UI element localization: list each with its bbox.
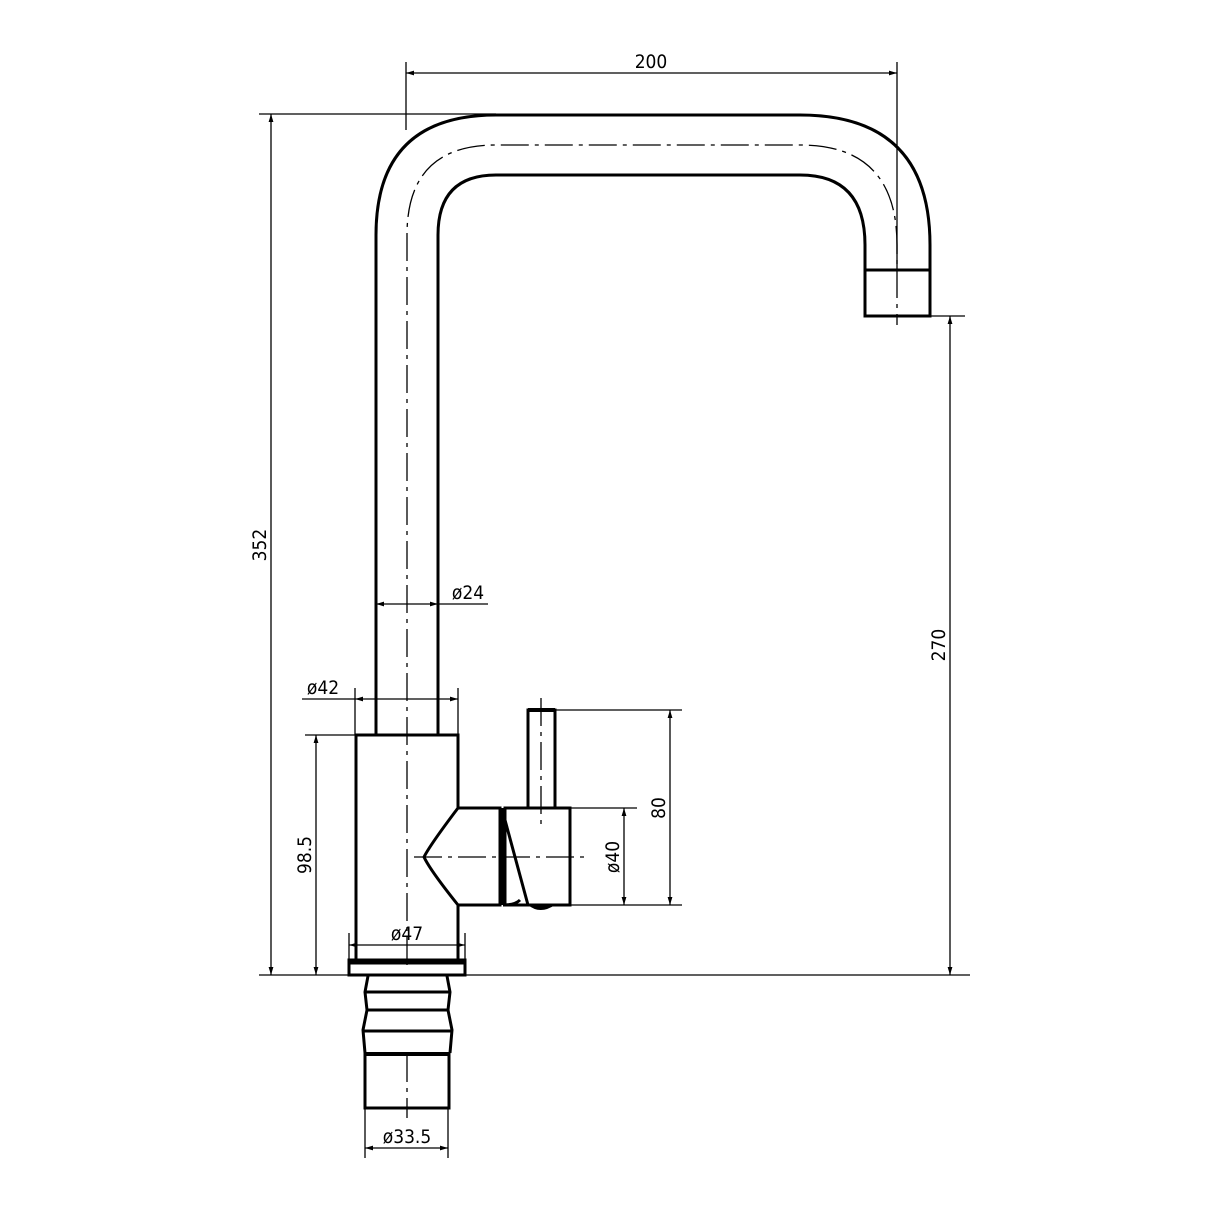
svg-text:ø33.5: ø33.5 bbox=[383, 1126, 432, 1148]
svg-text:352: 352 bbox=[249, 529, 271, 562]
svg-text:270: 270 bbox=[928, 629, 950, 662]
dim-overall-height: 352 bbox=[249, 113, 970, 976]
dim-tube-diameter: ø24 bbox=[376, 582, 488, 607]
mounting-shank bbox=[361, 975, 454, 1118]
dim-body-height: 98.5 bbox=[294, 734, 356, 975]
svg-text:98.5: 98.5 bbox=[294, 836, 316, 874]
svg-text:200: 200 bbox=[635, 51, 668, 73]
dim-outlet-height: 270 bbox=[928, 315, 965, 975]
dim-shank-diameter: ø33.5 bbox=[364, 1108, 449, 1158]
spout bbox=[374, 113, 932, 965]
faucet-body bbox=[347, 733, 502, 977]
svg-text:ø24: ø24 bbox=[452, 582, 484, 604]
dim-body-top-diameter: ø42 bbox=[302, 677, 459, 735]
svg-text:80: 80 bbox=[648, 797, 670, 819]
dim-base-diameter: ø47 bbox=[348, 923, 466, 960]
svg-text:ø40: ø40 bbox=[602, 841, 624, 873]
dim-handle-height: 80 bbox=[555, 709, 682, 906]
svg-text:ø42: ø42 bbox=[307, 677, 339, 699]
dim-handle-housing-diameter: ø40 bbox=[570, 807, 637, 905]
dim-spout-reach: 200 bbox=[405, 51, 898, 270]
lever-handle bbox=[414, 698, 588, 910]
svg-text:ø47: ø47 bbox=[391, 923, 423, 945]
